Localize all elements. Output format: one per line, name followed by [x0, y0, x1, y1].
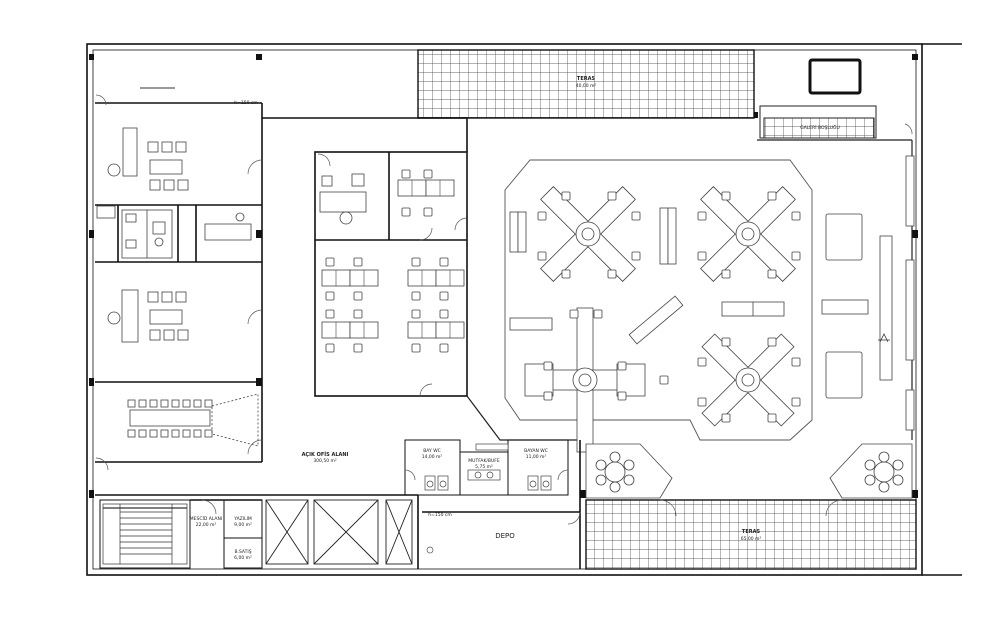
service-labels: MESCİD ALANI 22,00 m² YAZILIM 9,00 m² B.… — [190, 448, 548, 561]
workstation-zone-outline — [504, 159, 813, 441]
mescit-area: 22,00 m² — [196, 522, 217, 528]
central-furniture — [319, 173, 465, 339]
plant-icon — [878, 333, 890, 343]
bay-wc-area: 14,00 m² — [422, 454, 443, 460]
door-arcs-terrace — [659, 123, 913, 517]
dim-label-top: h=150 cm — [234, 100, 258, 106]
window-frame-top-right — [808, 58, 862, 95]
workstation-pod-1 — [540, 186, 636, 282]
meeting-room — [127, 393, 259, 447]
terrace-bottom: TERAS 65,00 m² — [585, 499, 917, 570]
door-arcs-bottom — [201, 469, 581, 554]
yazilim-area: 9,00 m² — [234, 522, 252, 528]
central-room-walls — [262, 117, 468, 397]
wc-fixtures — [424, 443, 552, 491]
depo-name: DEPO — [495, 532, 515, 540]
open-office-area: 300,50 m² — [313, 458, 337, 464]
mescit-name: MESCİD ALANI — [190, 515, 222, 522]
terrace-top: TERAS 40,00 m² — [417, 49, 755, 119]
left-office-walls — [95, 102, 263, 463]
staircase — [102, 503, 188, 565]
office-1-furniture — [107, 127, 189, 191]
bayan-wc-area: 11,00 m² — [526, 454, 547, 460]
terrace-bottom-name: TERAS — [742, 529, 761, 535]
workstation-pod-2 — [700, 186, 796, 282]
workstation-pod-3 — [701, 333, 795, 427]
mutfak-area: 5,75 m² — [475, 464, 493, 470]
gallery-strip-label: GALERİ BOŞLUĞU — [800, 124, 840, 131]
b-satis-name: B.SATIŞ — [234, 549, 251, 555]
misc-desks — [509, 155, 915, 431]
terrace-top-name: TERAS — [577, 76, 596, 82]
bottom-service-walls — [95, 439, 581, 569]
workstation-pod-4 — [524, 307, 646, 453]
terrace-bottom-area: 65,00 m² — [741, 536, 762, 542]
gallery-strip: GALERİ BOŞLUĞU — [759, 105, 877, 139]
lounge-right — [829, 443, 913, 499]
lounge-left — [585, 443, 673, 499]
elevator-shafts — [265, 499, 413, 565]
door-arcs-central — [317, 153, 468, 397]
dim-label-depo: h=150 cm — [428, 512, 452, 518]
terrace-top-area: 40,00 m² — [576, 83, 597, 89]
mutfak-name: MUTFAK/BUFE — [468, 458, 500, 464]
bayan-wc-name: BAYAN WC — [524, 448, 548, 454]
bay-wc-name: BAY WC — [423, 448, 441, 454]
b-satis-area: 6,00 m² — [234, 555, 252, 561]
wc-block-left — [96, 205, 252, 259]
office-2-furniture — [107, 289, 189, 343]
open-office-name: AÇIK OFİS ALANI — [302, 451, 349, 458]
yazilim-name: YAZILIM — [233, 516, 252, 522]
